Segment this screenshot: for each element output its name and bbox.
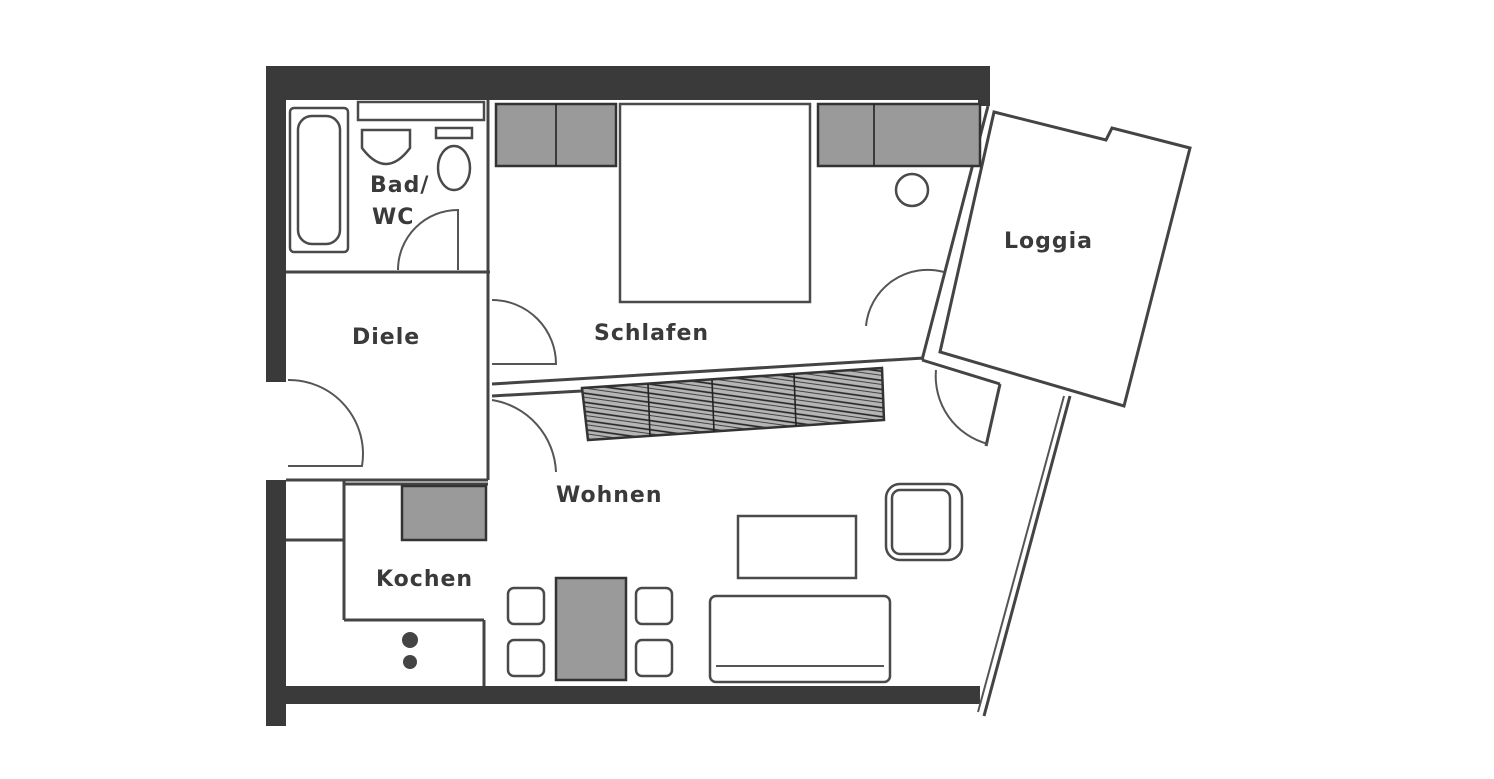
sink-counter: [356, 100, 486, 122]
dining-chair: [634, 638, 674, 678]
wall-cabinet: [580, 366, 886, 442]
room-label-loggia: Loggia: [1004, 229, 1093, 254]
outer-walls: [266, 66, 990, 726]
bathroom-fixtures: [288, 100, 486, 254]
room-label-wohnen: Wohnen: [556, 483, 663, 508]
dining-chair: [506, 586, 546, 626]
room-label-schlafen: Schlafen: [594, 321, 709, 346]
toilet: [436, 144, 472, 192]
room-label-bad: Bad/: [370, 173, 429, 198]
interior-walls: [286, 100, 1072, 717]
coffee-table: [736, 514, 858, 580]
stove-burner-icon: [402, 632, 418, 648]
doors: [287, 208, 989, 473]
washbasin: [360, 128, 412, 166]
bedroom-furniture: [494, 102, 982, 304]
room-label-diele: Diele: [352, 325, 420, 350]
dining-table: [554, 576, 628, 682]
lamp-icon: [894, 172, 930, 208]
dining-chair: [506, 638, 546, 678]
kitchen-fixtures: [400, 484, 488, 669]
wardrobe-right: [816, 102, 982, 168]
living-furniture: [506, 482, 964, 684]
dining-chair: [634, 586, 674, 626]
shelf: [400, 484, 488, 542]
sofa: [708, 594, 892, 684]
room-label-kochen: Kochen: [376, 567, 473, 592]
bed: [618, 102, 812, 304]
room-label-wc: WC: [372, 205, 414, 230]
loggia-outline: [938, 110, 1192, 408]
stove-burner-icon: [403, 655, 417, 669]
